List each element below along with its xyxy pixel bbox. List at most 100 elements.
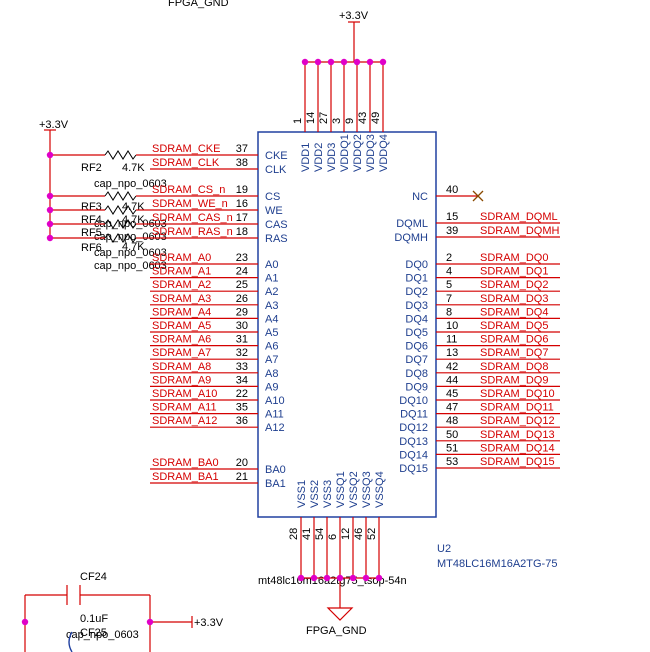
dq-pin-net: SDRAM_DQ1 <box>480 266 548 278</box>
bottom-pin-number: 28 <box>288 528 300 540</box>
vcc-rail-junction <box>366 58 374 66</box>
addr-pin-number: 35 <box>236 402 248 414</box>
left-vcc-label: +3.3V <box>39 119 69 131</box>
ba-pin-name: BA0 <box>265 464 286 476</box>
addr-pin-number: 33 <box>236 361 248 373</box>
rf2-value: 4.7K <box>122 162 145 174</box>
dq-pin-number: 8 <box>446 306 452 318</box>
ctrl-pin-name: CAS <box>265 219 288 231</box>
ctrl-pin-number: 19 <box>236 184 248 196</box>
addr-pin-name: A0 <box>265 259 278 271</box>
dqm-pin-name: DQMH <box>394 232 428 244</box>
cap-junction <box>146 618 154 626</box>
dq-pin-name: DQ7 <box>405 354 428 366</box>
dq-pin-name: DQ12 <box>399 422 428 434</box>
dq-pin-net: SDRAM_DQ9 <box>480 374 548 386</box>
addr-pin-number: 22 <box>236 388 248 400</box>
dq-pin-net: SDRAM_DQ10 <box>480 388 555 400</box>
dq-pin-number: 48 <box>446 415 458 427</box>
addr-pin-net: SDRAM_A3 <box>152 293 211 305</box>
dq-pin-number: 10 <box>446 320 458 332</box>
resistor-zigzag <box>104 219 137 229</box>
no-connect-marker <box>472 190 484 202</box>
addr-pin-net: SDRAM_A11 <box>152 402 217 414</box>
ba-pin-number: 20 <box>236 457 248 469</box>
dqm-pin-number: 39 <box>446 225 458 237</box>
addr-pin-name: A9 <box>265 381 278 393</box>
ground-rail-junction <box>336 574 344 582</box>
cf24-value: 0.1uF <box>80 613 108 625</box>
dqm-pin-net: SDRAM_DQML <box>480 211 558 223</box>
addr-pin-net: SDRAM_A10 <box>152 388 217 400</box>
ic-footprint-label: mt48lc16m16a2tg75_tsop-54n <box>258 575 407 587</box>
bottom-pin-name: VSSQ2 <box>348 471 360 508</box>
addr-pin-net: SDRAM_A7 <box>152 347 211 359</box>
top-pin-number: 9 <box>344 118 356 124</box>
dq-pin-number: 47 <box>446 402 458 414</box>
top-ground-label: FPGA_GND <box>168 0 229 9</box>
ctrl-pin-net: SDRAM_CS_n <box>152 184 225 196</box>
ground-rail-junction <box>323 574 331 582</box>
addr-pin-number: 31 <box>236 334 248 346</box>
ground-symbol <box>326 607 354 621</box>
dq-pin-number: 2 <box>446 252 452 264</box>
ctrl-pin-number: 16 <box>236 198 248 210</box>
addr-pin-number: 23 <box>236 252 248 264</box>
ctrl-pin-name: CS <box>265 191 280 203</box>
ctrl-pin-number: 17 <box>236 212 248 224</box>
dq-pin-number: 51 <box>446 442 458 454</box>
vcc-rail-junction <box>314 58 322 66</box>
vcc-rail-junction <box>340 58 348 66</box>
top-pin-name: VDDQ1 <box>339 134 351 172</box>
dq-pin-net: SDRAM_DQ3 <box>480 293 548 305</box>
top-pin-name: VDDQ3 <box>365 134 377 172</box>
vcc-rail-junction <box>379 58 387 66</box>
bottom-pin-name: VSS2 <box>309 480 321 508</box>
dq-pin-number: 4 <box>446 266 452 278</box>
dq-pin-name: DQ11 <box>400 409 428 421</box>
ctrl-pin-number: 37 <box>236 143 248 155</box>
cf24-ref: CF24 <box>80 571 107 583</box>
nc-pin-name: NC <box>412 191 428 203</box>
addr-pin-name: A5 <box>265 327 278 339</box>
addr-pin-number: 36 <box>236 415 248 427</box>
dq-pin-name: DQ8 <box>405 368 428 380</box>
addr-pin-name: A4 <box>265 313 278 325</box>
top-pin-number: 3 <box>331 118 343 124</box>
dq-pin-net: SDRAM_DQ8 <box>480 361 548 373</box>
rf6-ref: RF6 <box>81 242 102 254</box>
dq-pin-number: 44 <box>446 374 458 386</box>
ctrl-pin-net: SDRAM_RAS_n <box>152 226 233 238</box>
addr-pin-net: SDRAM_A0 <box>152 252 211 264</box>
addr-pin-number: 34 <box>236 374 248 386</box>
ground-rail-junction <box>297 574 305 582</box>
ba-pin-number: 21 <box>236 471 248 483</box>
top-pin-number: 49 <box>370 112 382 124</box>
dq-pin-net: SDRAM_DQ5 <box>480 320 548 332</box>
bottom-pin-name: VSS3 <box>322 480 334 508</box>
dq-pin-name: DQ1 <box>405 273 428 285</box>
ground-rail-junction <box>310 574 318 582</box>
dq-pin-name: DQ2 <box>405 286 428 298</box>
bottom-pin-name: VSSQ3 <box>361 471 373 508</box>
dq-pin-net: SDRAM_DQ12 <box>480 415 555 427</box>
bottom-pin-number: 52 <box>366 528 378 540</box>
addr-pin-number: 24 <box>236 266 248 278</box>
addr-pin-number: 32 <box>236 347 248 359</box>
top-pin-name: VDD1 <box>300 143 312 172</box>
dq-pin-net: SDRAM_DQ13 <box>480 429 555 441</box>
dq-pin-net: SDRAM_DQ6 <box>480 334 548 346</box>
top-pin-name: VDDQ4 <box>378 134 390 172</box>
addr-pin-name: A11 <box>265 409 284 421</box>
addr-pin-name: A1 <box>265 273 278 285</box>
dq-pin-name: DQ5 <box>405 327 428 339</box>
addr-pin-name: A6 <box>265 341 278 353</box>
pullup-junction <box>46 151 54 159</box>
dq-pin-name: DQ3 <box>405 300 428 312</box>
addr-pin-net: SDRAM_A8 <box>152 361 211 373</box>
pullup-junction <box>46 234 54 242</box>
top-pin-name: VDD3 <box>326 143 338 172</box>
dqm-pin-name: DQML <box>396 218 428 230</box>
top-pin-name: VDDQ2 <box>352 134 364 172</box>
